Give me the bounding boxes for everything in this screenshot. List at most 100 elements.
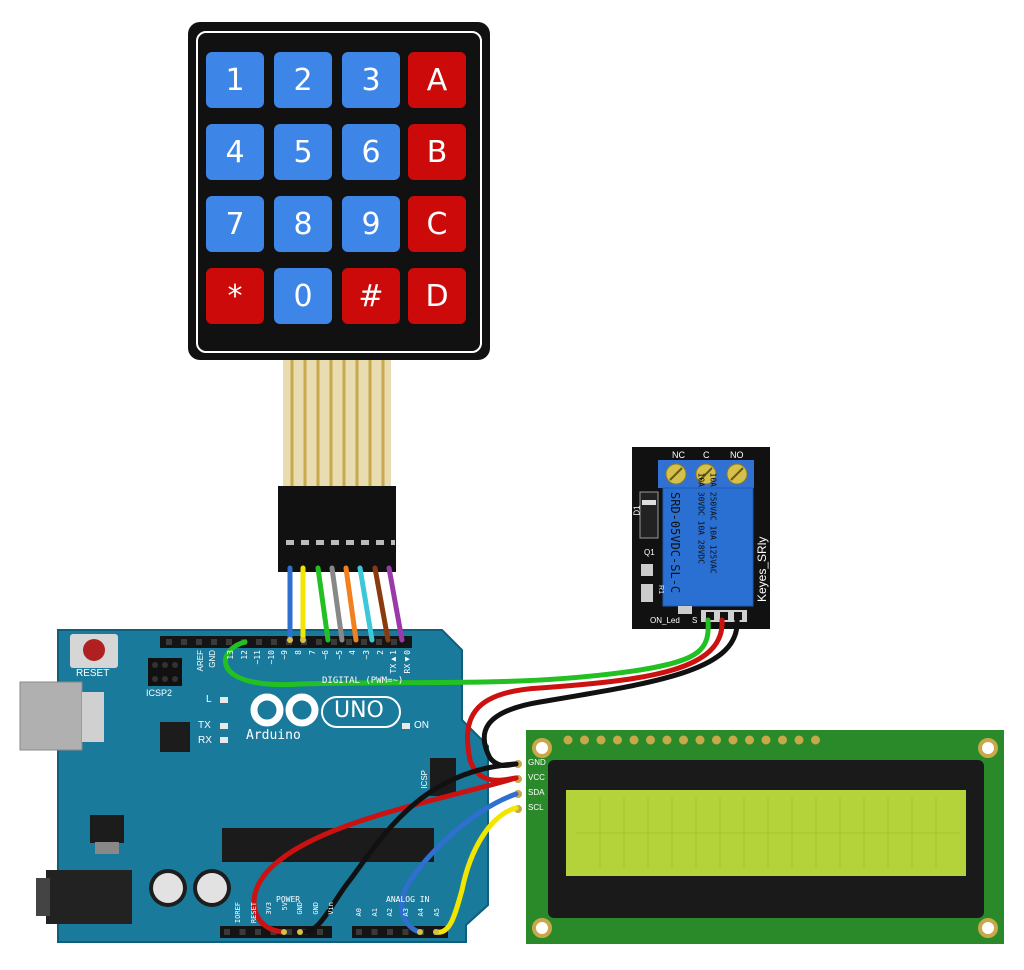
keypad-key[interactable]: 6	[342, 124, 400, 180]
power-section-label: POWER	[276, 895, 301, 904]
analog-pin-hole	[356, 929, 362, 935]
lcd-header-pin	[629, 735, 639, 745]
relay-model-text: SRD-05VDC-SL-C	[668, 492, 682, 594]
arduino-infinity-logo	[250, 693, 319, 727]
ribbon-traces	[290, 360, 385, 488]
power-pin-hole	[286, 929, 292, 935]
lcd-i2c-pins	[514, 760, 522, 813]
keypad-key[interactable]: 8	[274, 196, 332, 252]
power-pin-label: GND	[296, 902, 304, 915]
aref-label: AREF	[196, 650, 205, 672]
power-pin-label: 5V	[280, 902, 289, 911]
header-pin-hole	[271, 639, 277, 645]
icsp-label: ICSP	[420, 770, 429, 789]
relay-on-led-label: ON_Led	[650, 616, 680, 625]
wire-keypad-4	[329, 565, 345, 643]
capacitor-1-top	[153, 873, 183, 903]
diode-band	[642, 500, 656, 505]
relay-pins	[706, 612, 742, 620]
wires	[223, 565, 740, 935]
keypad-key[interactable]: 3	[342, 52, 400, 108]
relay-r1-label: R1	[656, 585, 664, 594]
relay-rating-line-1: 10A 250VAC 10A 125VAC	[708, 472, 718, 574]
wire-lcd-scl	[433, 805, 519, 935]
keypad-connector	[278, 486, 396, 572]
keypad-key[interactable]: 2	[274, 52, 332, 108]
relay-brand-text: Keyes_SRly	[755, 536, 769, 602]
header-pin-hole	[181, 639, 187, 645]
header-pin-hole	[331, 639, 337, 645]
lcd-header-pin	[778, 735, 787, 745]
relay-terminal-label: NC	[672, 450, 685, 460]
header-pin-hole	[361, 639, 367, 645]
analog-pin-hole	[387, 929, 393, 935]
digital-section-label: DIGITAL (PWM=~)	[322, 676, 404, 686]
digital-pin-label: ~11	[253, 650, 263, 665]
uno-logo-text: UNO	[334, 698, 384, 723]
digital-pin-label: ~10	[266, 650, 276, 665]
header-pin-hole	[166, 639, 172, 645]
keypad-key[interactable]: *	[206, 268, 264, 324]
power-pin-hole	[255, 929, 261, 935]
header-pin-hole	[211, 639, 217, 645]
lcd-header-pin	[811, 735, 820, 745]
lcd-pin-label: GND	[528, 758, 546, 767]
lcd-header-pin	[580, 735, 589, 745]
wire-relay-signal	[223, 617, 711, 688]
header-pin-hole	[391, 639, 397, 645]
header-pin-hole	[256, 639, 262, 645]
wire-lcd-gnd	[297, 761, 519, 935]
keypad-key[interactable]: 5	[274, 124, 332, 180]
icsp2-label: ICSP2	[146, 688, 173, 698]
lcd-header-pin	[613, 735, 622, 745]
relay-on-led	[678, 606, 692, 614]
keypad-key[interactable]: D	[408, 268, 466, 324]
keypad-key[interactable]: 9	[342, 196, 400, 252]
wire-keypad-8	[386, 565, 405, 643]
power-pin-label: 3V3	[265, 902, 273, 915]
usb-connector	[19, 681, 83, 751]
led-on-label: ON	[414, 720, 429, 731]
lcd-header-pin	[712, 735, 721, 745]
keypad-key[interactable]: C	[408, 196, 466, 252]
wire-keypad-3	[315, 565, 331, 643]
digital-pin-label: 8	[294, 650, 303, 655]
digital-pin-label: 12	[239, 650, 249, 660]
board-leds	[220, 697, 410, 743]
relay-terminal-label: NO	[730, 450, 744, 460]
header-pin-hole	[316, 639, 322, 645]
power-pin-hole	[239, 929, 246, 935]
wire-keypad-7	[372, 565, 391, 643]
keypad-key[interactable]: B	[408, 124, 466, 180]
keypad-key[interactable]: 7	[206, 196, 264, 252]
diode-d1	[639, 491, 659, 539]
analog-section-label: ANALOG IN	[386, 895, 430, 904]
lcd-header-pin	[728, 735, 738, 745]
digital-pin-label: TX▶1	[389, 650, 399, 674]
digital-pin-label: 2	[375, 650, 385, 655]
lcd-header-pin	[745, 735, 754, 745]
keypad-key[interactable]: 4	[206, 124, 264, 180]
keypad-key[interactable]: 1	[206, 52, 264, 108]
header-pin-hole	[376, 639, 382, 645]
keypad-key[interactable]: 0	[274, 268, 332, 324]
lcd-mount-holes	[532, 738, 998, 938]
analog-pin-label: A2	[386, 908, 394, 917]
keypad-inner-border	[196, 31, 482, 353]
keypad-ribbon-cable	[283, 360, 391, 488]
keypad-key[interactable]: A	[408, 52, 466, 108]
lcd-header-pin	[596, 735, 606, 745]
lcd-header-pin	[695, 735, 705, 745]
digital-pin-label: RX◀0	[402, 650, 412, 674]
lcd-pin-label: SDA	[528, 788, 545, 797]
keypad-key[interactable]: #	[342, 268, 400, 324]
reset-label: RESET	[76, 668, 110, 679]
analog-pin-label: A3	[401, 908, 410, 917]
usb-chip	[160, 722, 190, 752]
voltage-regulator	[90, 815, 124, 843]
power-jack	[46, 870, 132, 924]
power-jack-tip	[36, 878, 50, 916]
reset-button[interactable]	[83, 639, 105, 661]
